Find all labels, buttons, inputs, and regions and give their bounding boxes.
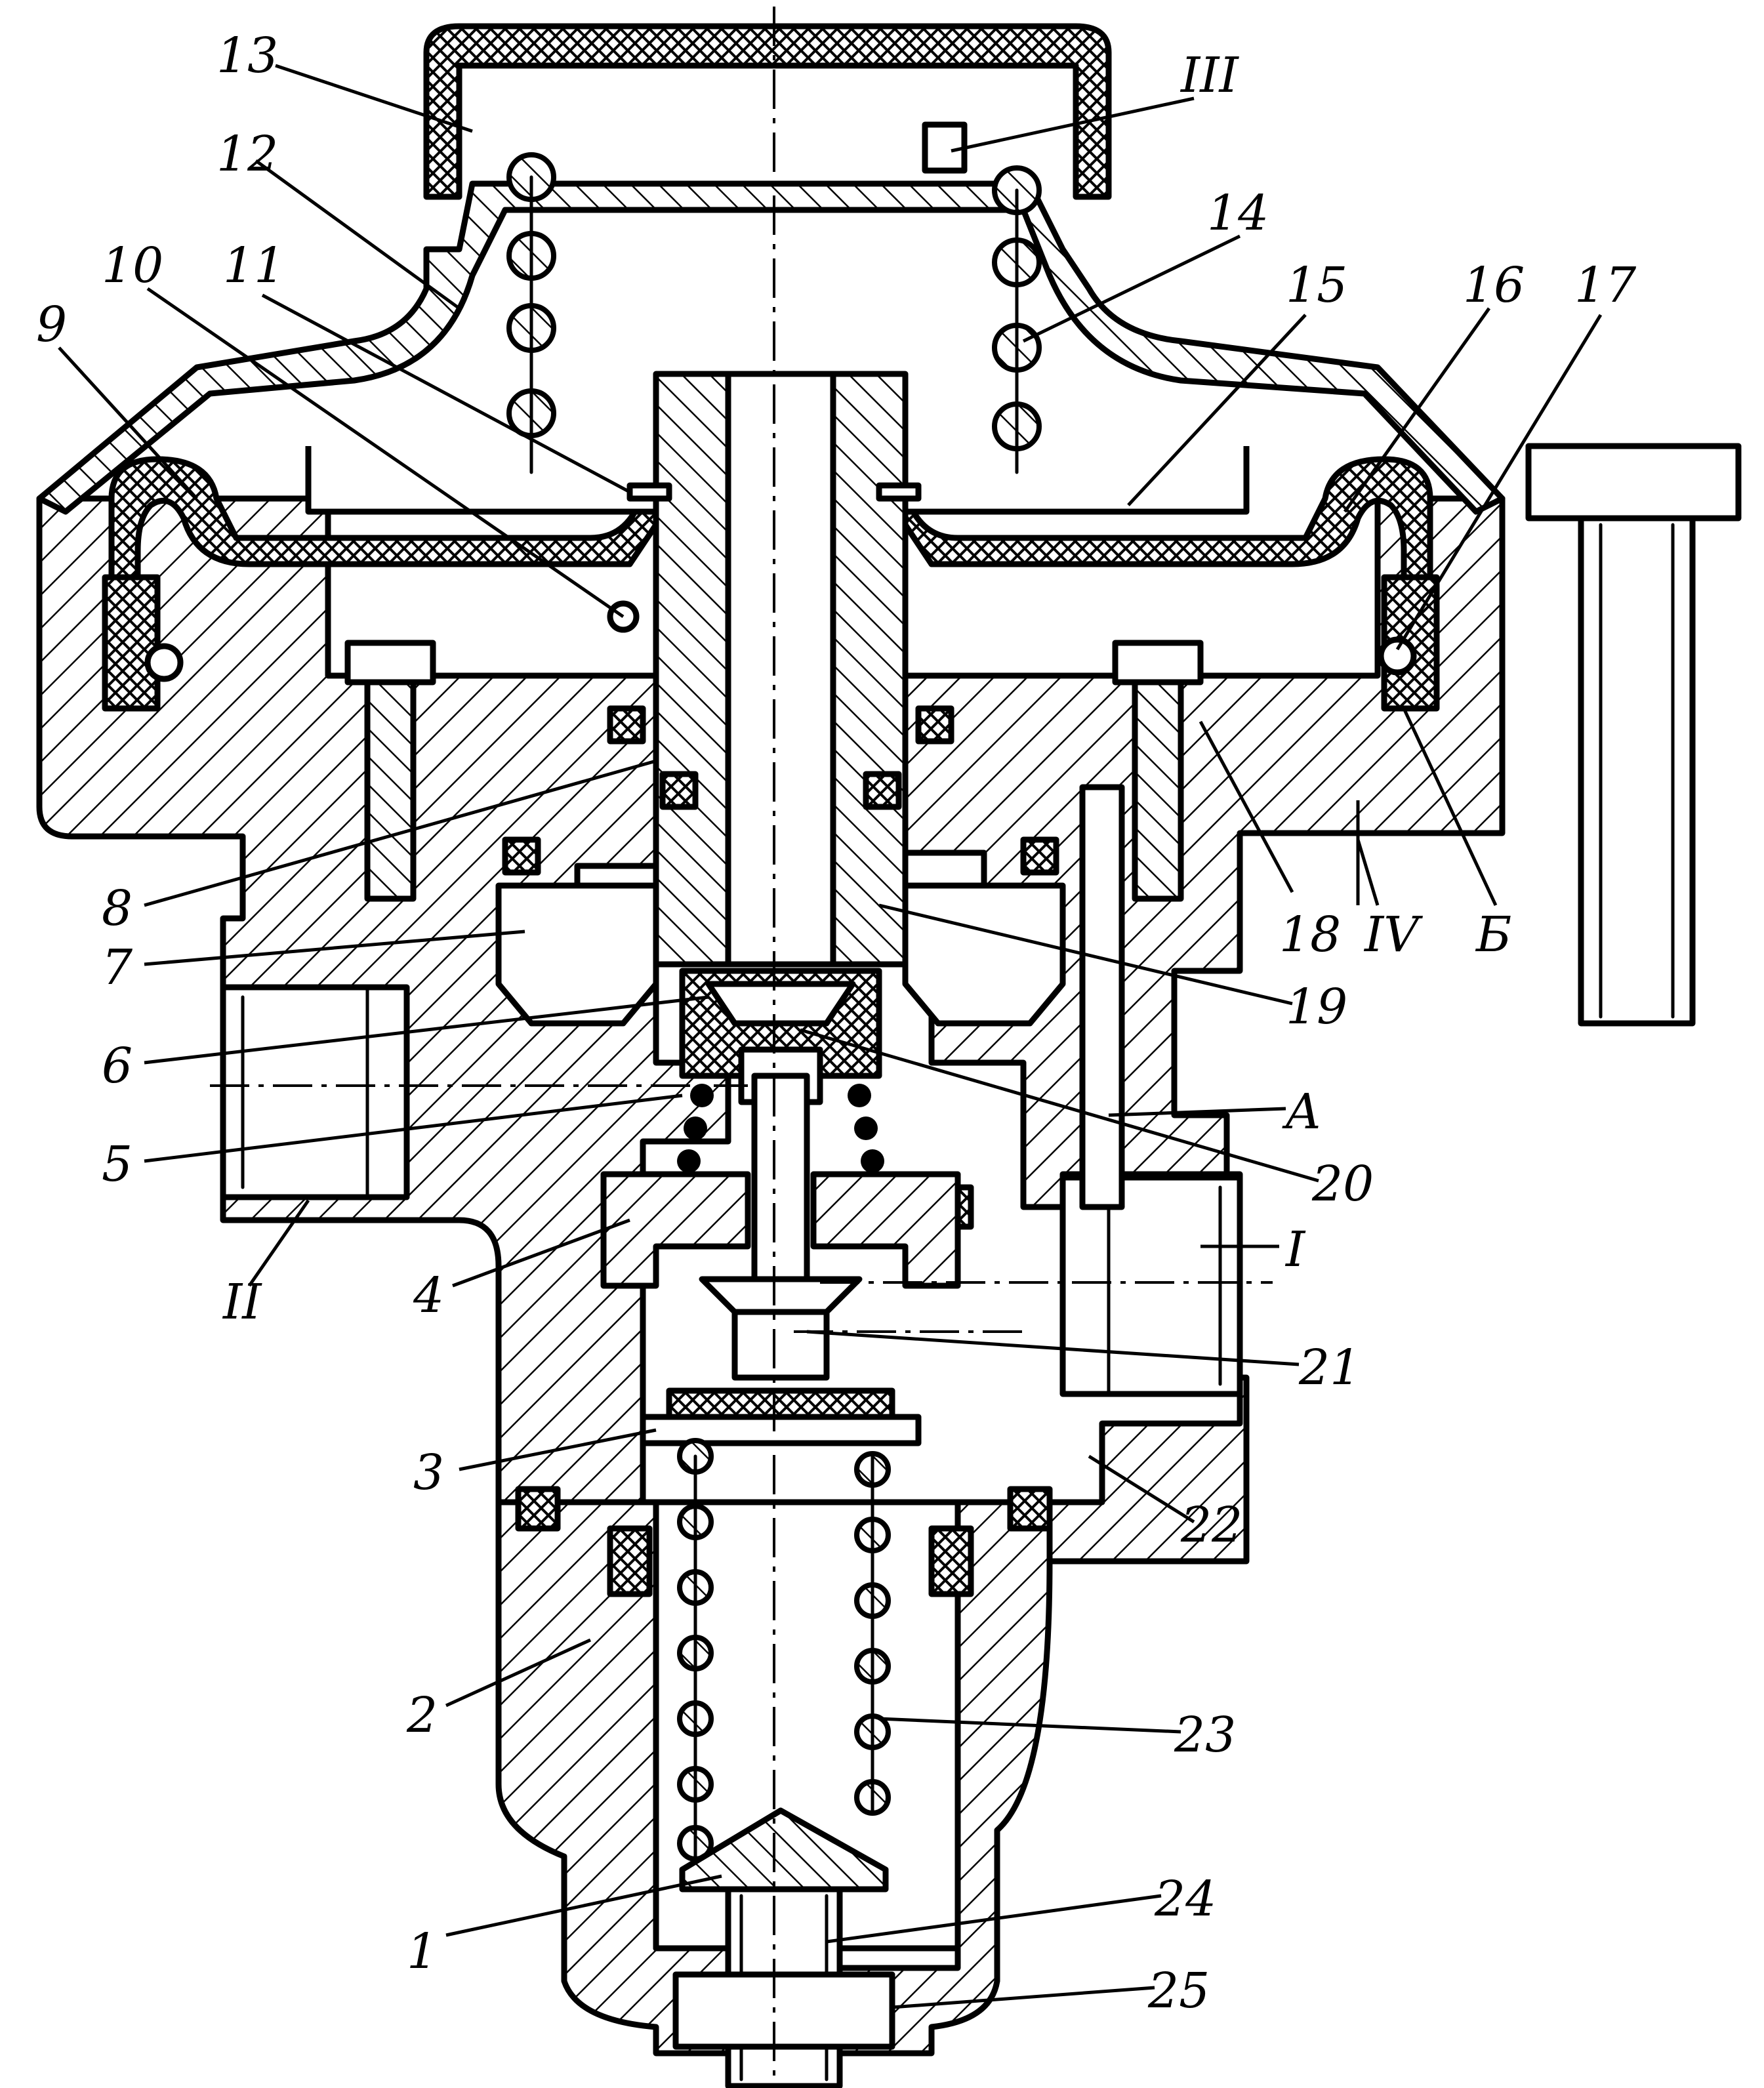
callout-port-I: I <box>1284 1221 1306 1278</box>
callout-10: 10 <box>102 237 163 294</box>
cap-13 <box>423 23 1112 200</box>
port-II-outlet <box>220 984 410 1200</box>
callout-15: 15 <box>1286 257 1347 314</box>
pivot-pin-17 <box>144 636 1417 682</box>
passage-A <box>1079 784 1125 1210</box>
callout-14: 14 <box>1207 185 1269 241</box>
callout-23: 23 <box>1174 1707 1236 1763</box>
callout-16: 16 <box>1463 257 1525 314</box>
callout-12: 12 <box>216 126 278 182</box>
callout-4: 4 <box>413 1267 444 1324</box>
callout-1: 1 <box>407 1923 438 1980</box>
callout-port-IV: IV <box>1363 907 1423 963</box>
callout-11: 11 <box>223 237 285 294</box>
upper-cover-12 <box>36 180 1506 515</box>
callout-cav-B: Б <box>1475 907 1511 963</box>
callout-22: 22 <box>1180 1497 1242 1553</box>
callout-cav-A: A <box>1282 1084 1321 1140</box>
center-axis-lines <box>210 7 1273 2086</box>
valve-seat-4 <box>600 1171 961 1289</box>
upper-spring-14 <box>506 152 1042 474</box>
lower-spring-23 <box>677 1438 891 1862</box>
callout-19: 19 <box>1286 979 1347 1035</box>
callout-13: 13 <box>216 28 278 84</box>
screw-18 <box>344 640 1204 902</box>
lock-nut-25 <box>672 1971 895 2050</box>
callout-port-III: III <box>1179 47 1239 104</box>
callout-24: 24 <box>1154 1871 1216 1927</box>
intake-valve-21 <box>699 1276 863 1381</box>
callout-2: 2 <box>406 1687 438 1744</box>
valve-stem <box>751 1073 810 1302</box>
callout-18: 18 <box>1279 907 1341 963</box>
callout-labels: 13 12 10 11 9 8 7 6 5 II 4 3 2 1 III 14 … <box>36 28 1636 2019</box>
callout-25: 25 <box>1147 1963 1210 2019</box>
callout-8: 8 <box>102 880 133 937</box>
valve-guide-3 <box>640 1387 922 1446</box>
callout-6: 6 <box>102 1038 133 1094</box>
spring-5 <box>677 1084 884 1173</box>
callout-5: 5 <box>102 1136 133 1193</box>
callout-20: 20 <box>1311 1156 1374 1212</box>
callout-3: 3 <box>413 1444 444 1501</box>
central-stem-piston <box>653 371 909 968</box>
callout-21: 21 <box>1298 1340 1361 1396</box>
leader-lines <box>58 64 1603 2009</box>
callout-port-II: II <box>222 1274 262 1330</box>
callout-7: 7 <box>102 939 133 996</box>
breather-vent-III <box>922 121 968 174</box>
callout-17: 17 <box>1574 257 1636 314</box>
retaining-ring-11 <box>626 482 922 502</box>
callout-9: 9 <box>36 297 67 353</box>
mounting-bolt <box>1525 443 1742 1027</box>
